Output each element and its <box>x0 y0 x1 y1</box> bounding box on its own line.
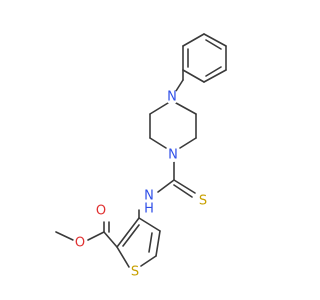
methyl-ester-group <box>55 221 118 248</box>
atom-label-s-thiophene: S <box>128 265 142 280</box>
nitrogen-label: N <box>167 90 177 105</box>
thiophene-ring <box>116 217 161 268</box>
atom-label-nh-amide: N H <box>142 189 158 217</box>
sulfur-label: S <box>199 194 207 209</box>
nitrogen-label: N <box>144 189 154 204</box>
atom-label-n-piperazine-top: N <box>165 90 179 105</box>
oxygen-label: O <box>75 236 85 251</box>
atom-label-n-piperazine-bottom: N <box>166 148 180 163</box>
molecule-diagram: N N S N H S O O <box>55 33 227 280</box>
sulfur-label: S <box>131 265 139 280</box>
atom-label-o-carbonyl: O <box>94 204 108 219</box>
oxygen-label: O <box>96 204 106 219</box>
benzene-ring <box>182 33 227 83</box>
piperazine-ring <box>149 102 197 149</box>
atom-label-o-ester: O <box>73 236 87 251</box>
atom-label-s-thione: S <box>196 194 210 209</box>
thiocarbonyl-group <box>157 161 196 198</box>
hydrogen-label: H <box>144 202 154 217</box>
benzyl-linker <box>175 69 184 92</box>
nitrogen-label: N <box>168 148 178 163</box>
